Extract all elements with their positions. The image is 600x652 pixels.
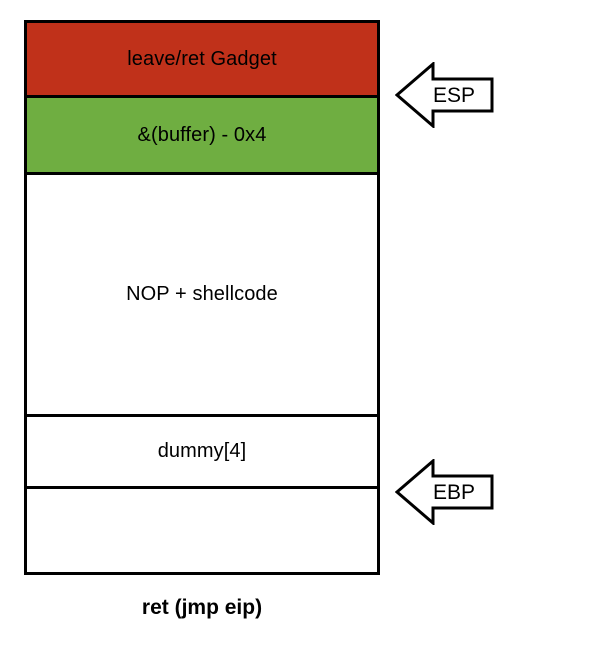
stack-cell-dummy-label: dummy[4] (157, 440, 247, 462)
pointer-esp: ESP (395, 62, 495, 128)
stack-cell-dummy: dummy[4] (27, 414, 377, 486)
stack-cell-nop-shellcode-label: NOP + shellcode (126, 283, 278, 305)
stack-cell-buffer-address: &(buffer) - 0x4 (27, 95, 377, 172)
stack-cell-buffer-address-label: &(buffer) - 0x4 (137, 123, 267, 146)
stack-cell-gadget: leave/ret Gadget (27, 23, 377, 95)
stack-cell-empty (27, 486, 377, 566)
stack-layout: leave/ret Gadget &(buffer) - 0x4 NOP + s… (24, 20, 380, 575)
left-arrow-icon (395, 62, 494, 128)
stack-cell-gadget-label: leave/ret Gadget (127, 47, 277, 70)
diagram-caption: ret (jmp eip) (141, 596, 263, 619)
left-arrow-icon (395, 459, 494, 525)
pointer-ebp: EBP (395, 459, 495, 525)
stack-cell-nop-shellcode: NOP + shellcode (27, 172, 377, 414)
